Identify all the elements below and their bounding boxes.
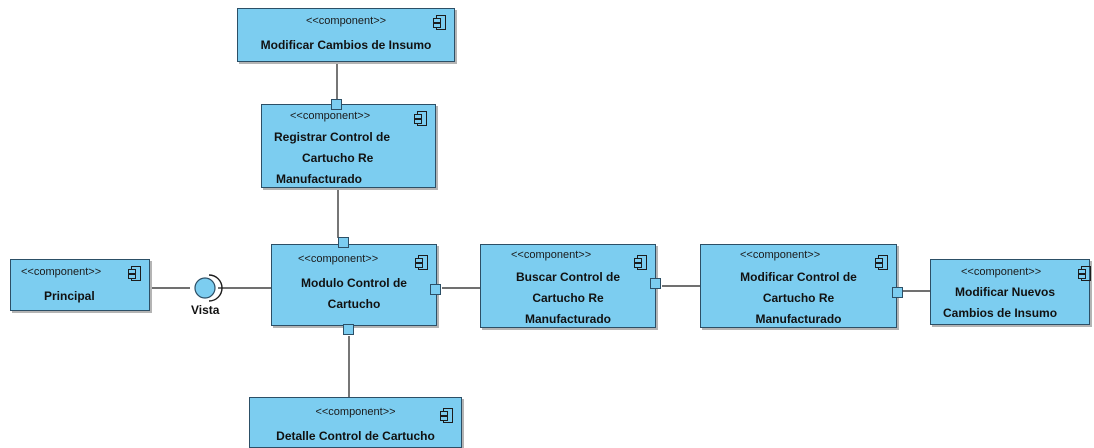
port-registrar-top <box>331 99 342 110</box>
component-modificar-cambios-insumo[interactable]: <<component>> Modificar Cambios de Insum… <box>237 8 455 62</box>
component-icon <box>634 255 647 270</box>
component-icon <box>128 266 141 281</box>
component-modulo-control[interactable]: <<component>> Modulo Control de Cartucho <box>271 244 437 326</box>
component-icon <box>1078 266 1091 281</box>
component-icon <box>875 255 888 270</box>
component-registrar-control[interactable]: <<component>> Registrar Control de Cartu… <box>261 104 436 188</box>
component-principal[interactable]: <<component>> Principal <box>10 259 150 311</box>
stereotype-label: <<component>> <box>740 249 821 261</box>
component-title: Modificar Nuevos Cambios de Insumo <box>943 285 1058 320</box>
port-modulo-bottom <box>343 324 354 335</box>
component-title: Registrar Control de Cartucho Re Manufac… <box>274 130 391 186</box>
component-icon <box>440 408 453 423</box>
component-title: Modificar Control de Cartucho Re Manufac… <box>740 270 857 326</box>
stereotype-label: <<component>> <box>961 266 1042 278</box>
component-title: Buscar Control de Cartucho Re Manufactur… <box>515 270 620 326</box>
port-modulo-right <box>430 284 441 295</box>
stereotype-label: <<component>> <box>305 15 387 27</box>
provided-interface-icon <box>194 274 223 302</box>
component-title: Principal <box>44 289 95 303</box>
component-title: Modulo Control de Cartucho <box>301 276 407 311</box>
component-title: Modificar Cambios de Insumo <box>260 38 432 52</box>
stereotype-label: <<component>> <box>298 253 379 265</box>
component-modificar-nuevos[interactable]: <<component>> Modificar Nuevos Cambios d… <box>930 259 1091 325</box>
component-icon <box>415 255 428 270</box>
stereotype-label: <<component>> <box>511 249 592 261</box>
component-title: Detalle Control de Cartucho <box>276 429 435 443</box>
stereotype-label: <<component>> <box>290 110 371 122</box>
port-modificar-right <box>892 287 903 298</box>
port-buscar-right <box>650 278 661 289</box>
port-modulo-top <box>338 237 349 248</box>
component-icon <box>414 111 427 126</box>
component-modificar-control[interactable]: <<component>> Modificar Control de Cartu… <box>700 244 897 328</box>
stereotype-label: <<component>> <box>315 406 396 418</box>
component-detalle-control[interactable]: <<component>> Detalle Control de Cartuch… <box>249 397 462 448</box>
stereotype-label: <<component>> <box>21 266 102 278</box>
interface-label-vista: Vista <box>191 303 220 317</box>
component-buscar-control[interactable]: <<component>> Buscar Control de Cartucho… <box>480 244 656 328</box>
component-icon <box>433 15 446 30</box>
